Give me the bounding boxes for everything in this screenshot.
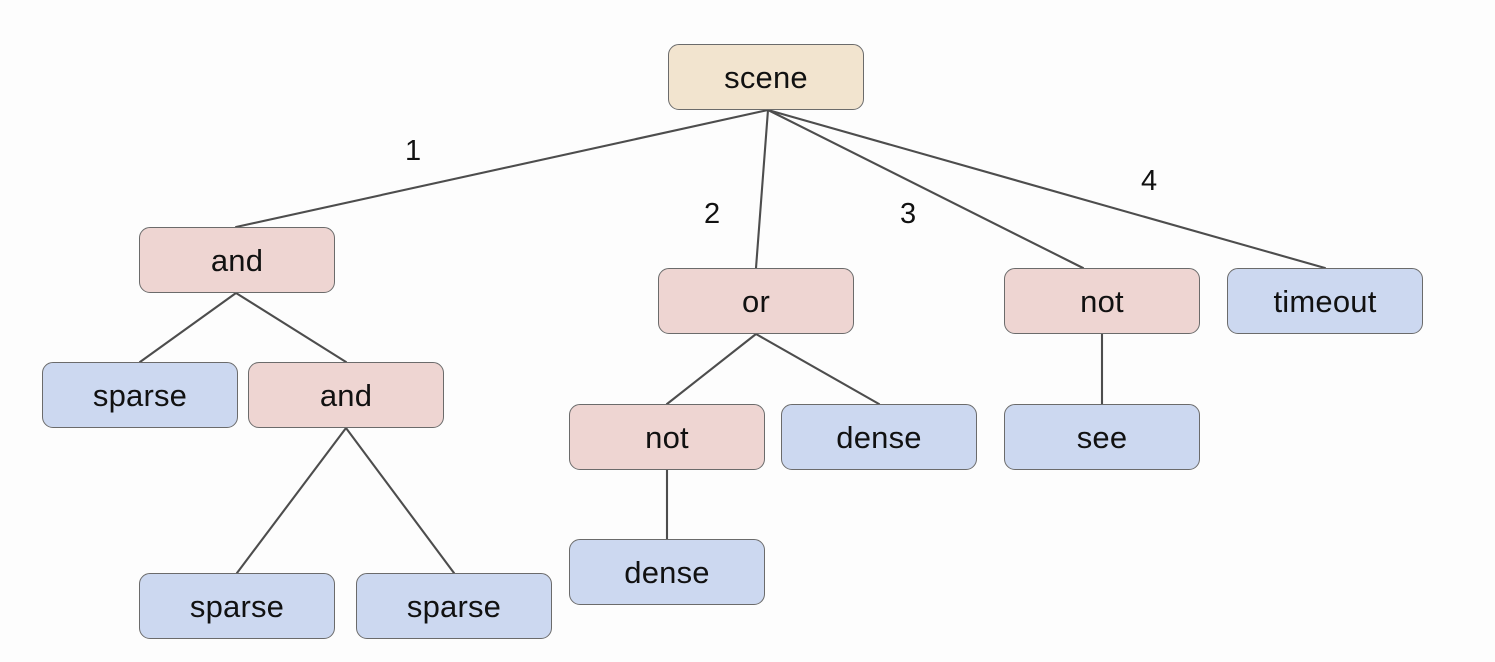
tree-node-label: scene <box>724 59 808 95</box>
tree-node-scene[interactable]: scene <box>668 44 864 110</box>
tree-node-label: sparse <box>92 377 188 413</box>
tree-edge <box>234 108 770 229</box>
tree-node-label: and <box>210 242 264 278</box>
tree-node-dense1[interactable]: dense <box>781 404 977 470</box>
tree-node-label: dense <box>624 554 710 590</box>
edge-label-4: 4 <box>1141 165 1158 197</box>
tree-edge <box>665 332 758 406</box>
tree-node-and1[interactable]: and <box>139 227 335 293</box>
tree-edge <box>235 426 348 575</box>
tree-edge <box>138 291 238 364</box>
tree-node-label: sparse <box>406 588 502 624</box>
tree-edge <box>234 291 348 364</box>
tree-node-not1[interactable]: not <box>1004 268 1200 334</box>
tree-edge <box>766 108 1085 270</box>
tree-node-sparse3[interactable]: sparse <box>356 573 552 639</box>
tree-edge <box>344 426 456 575</box>
tree-node-label: not <box>645 419 689 455</box>
tree-node-label: or <box>742 283 770 319</box>
edge-label-3: 3 <box>900 198 917 230</box>
tree-node-and2[interactable]: and <box>248 362 444 428</box>
tree-node-not2[interactable]: not <box>569 404 765 470</box>
tree-edge <box>754 332 881 406</box>
tree-node-see1[interactable]: see <box>1004 404 1200 470</box>
tree-node-sparse2[interactable]: sparse <box>139 573 335 639</box>
tree-node-label: timeout <box>1273 283 1377 319</box>
tree-node-timeout1[interactable]: timeout <box>1227 268 1423 334</box>
tree-node-dense2[interactable]: dense <box>569 539 765 605</box>
tree-node-label: and <box>319 377 373 413</box>
edge-label-1: 1 <box>405 135 422 167</box>
edge-label-2: 2 <box>704 198 721 230</box>
tree-node-label: dense <box>836 419 922 455</box>
tree-edge <box>754 108 770 270</box>
tree-node-or1[interactable]: or <box>658 268 854 334</box>
tree-node-sparse1[interactable]: sparse <box>42 362 238 428</box>
tree-edge <box>766 108 1327 270</box>
tree-node-label: not <box>1080 283 1124 319</box>
tree-node-label: see <box>1076 419 1128 455</box>
tree-node-label: sparse <box>189 588 285 624</box>
